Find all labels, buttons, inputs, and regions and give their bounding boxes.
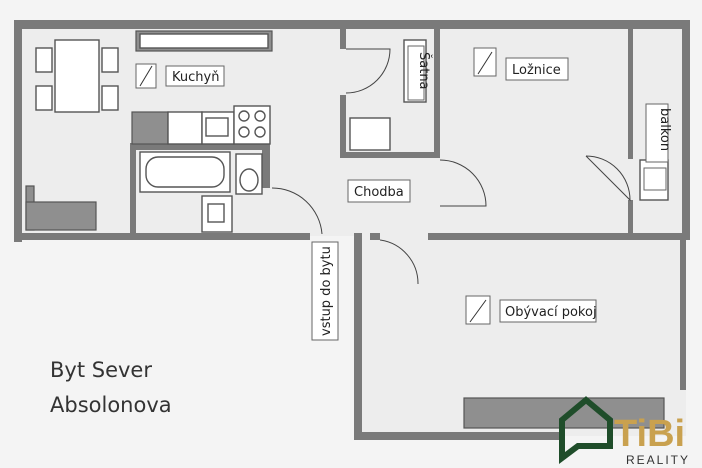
sofa-kitchen bbox=[25, 201, 97, 231]
room-label-kitchen: Kuchyň bbox=[135, 63, 225, 89]
dining-table bbox=[54, 39, 100, 113]
logo-subtitle: REALITY bbox=[626, 453, 690, 467]
logo-name: TiBi bbox=[614, 413, 685, 455]
walls bbox=[14, 20, 690, 440]
stove bbox=[233, 105, 271, 145]
closet-cabinet bbox=[349, 117, 391, 151]
room-label-balcony: balkon bbox=[643, 103, 672, 191]
room-label-bedroom: Ložnice bbox=[473, 47, 569, 81]
caption-address: Absolonova bbox=[50, 393, 172, 417]
furniture bbox=[25, 30, 669, 429]
caption-title: Byt Sever bbox=[50, 358, 152, 382]
balcony-label: balkon bbox=[657, 108, 672, 151]
living-room-label: Obývací pokoj bbox=[505, 305, 597, 320]
kitchen-label: Kuchyň bbox=[172, 70, 219, 85]
house-logo-icon bbox=[559, 396, 613, 464]
kitchen-cabinet bbox=[131, 111, 169, 145]
room-label-corridor: Chodba bbox=[347, 179, 411, 203]
room-label-entrance: vstup do bytu bbox=[311, 241, 339, 341]
doors bbox=[271, 48, 631, 285]
corridor-label: Chodba bbox=[354, 185, 404, 200]
room-label-living-room: Obývací pokoj bbox=[465, 295, 597, 325]
entrance-label: vstup do bytu bbox=[319, 246, 334, 336]
room-label-closet: Šatna bbox=[407, 45, 432, 101]
tibi-logo: TiBi REALITY bbox=[559, 396, 690, 467]
closet-label: Šatna bbox=[416, 52, 432, 90]
bedroom-label: Ložnice bbox=[512, 63, 561, 78]
